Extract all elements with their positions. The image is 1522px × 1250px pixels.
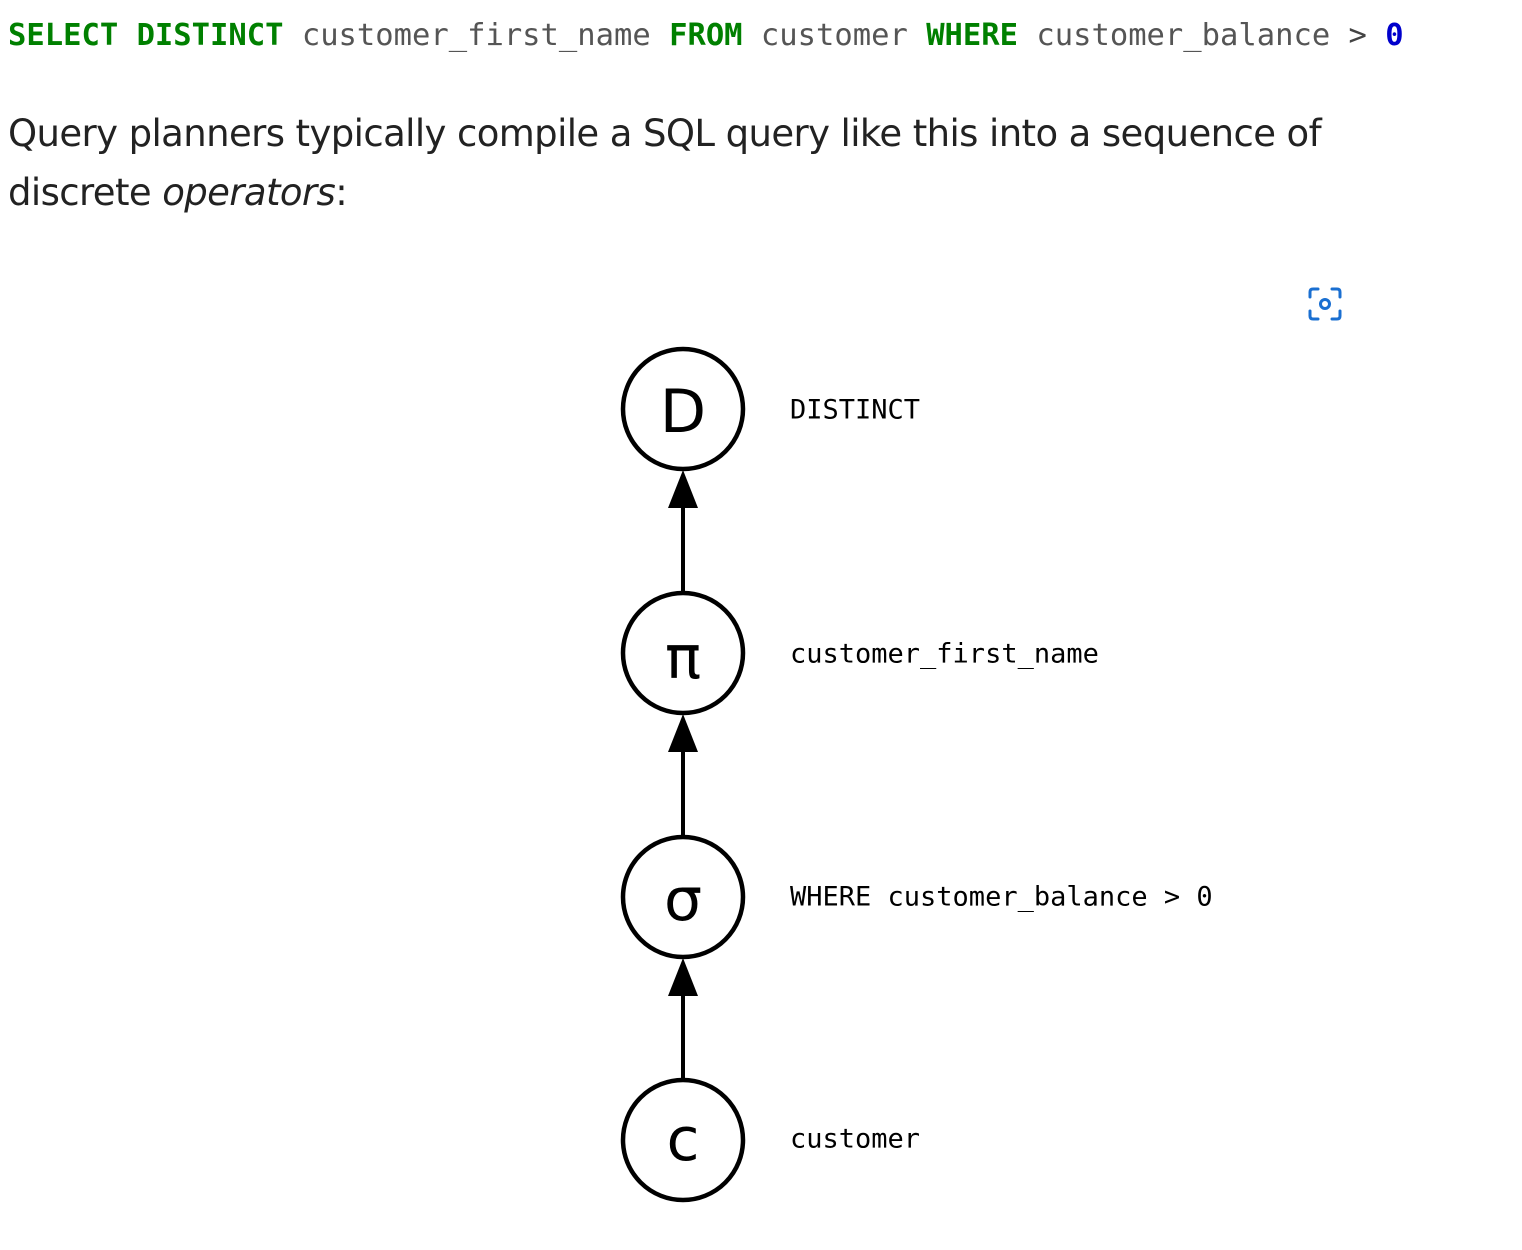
focus-zoom-icon: [1308, 287, 1342, 321]
code-token: 0: [1385, 18, 1404, 53]
edge-sigma-to-pi: [668, 714, 698, 836]
node-label: WHERE customer_balance > 0: [790, 882, 1213, 913]
node-symbol: D: [660, 377, 706, 447]
projection-node: π: [620, 590, 746, 716]
code-token: [118, 18, 136, 53]
node-symbol: π: [665, 623, 701, 693]
prose-text: Query planners typically compile a SQL q…: [8, 112, 1322, 214]
node-label: customer: [790, 1124, 920, 1155]
selection-node: σ: [620, 834, 746, 960]
code-token: customer: [742, 18, 927, 53]
sql-code-line: SELECT DISTINCT customer_first_name FROM…: [8, 14, 1404, 58]
node-symbol: c: [667, 1105, 700, 1175]
code-token: customer_balance: [1018, 18, 1349, 53]
distinct-node: D: [620, 346, 746, 472]
code-token: WHERE: [926, 18, 1019, 53]
customer-table-node: c: [620, 1077, 746, 1203]
code-token: SELECT: [8, 18, 119, 53]
prose-emphasis: operators: [162, 171, 336, 214]
explanation-paragraph: Query planners typically compile a SQL q…: [8, 104, 1408, 222]
zoom-image-button[interactable]: [1306, 285, 1344, 323]
edge-pi-to-distinct: [668, 470, 698, 592]
node-label: customer_first_name: [790, 639, 1099, 670]
node-symbol: σ: [664, 865, 702, 935]
code-token: [1367, 18, 1385, 53]
edge-customer-to-sigma: [668, 958, 698, 1079]
code-token: DISTINCT: [136, 18, 284, 53]
node-label: DISTINCT: [790, 395, 920, 426]
code-token: >: [1348, 18, 1367, 53]
prose-text-end: :: [335, 171, 348, 214]
code-token: FROM: [669, 18, 743, 53]
code-token: customer_first_name: [283, 18, 670, 53]
